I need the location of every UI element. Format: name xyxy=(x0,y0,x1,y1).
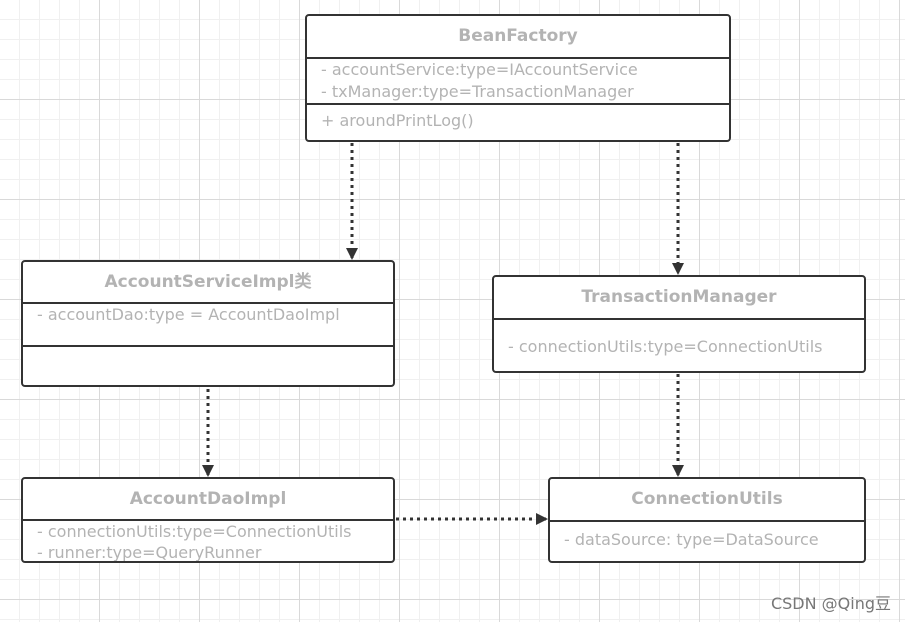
class-attributes: - accountService:type=IAccountService - … xyxy=(307,59,729,105)
attribute-line: - dataSource: type=DataSource xyxy=(564,530,819,549)
attribute-line: - txManager:type=TransactionManager xyxy=(321,82,634,101)
class-connection-utils[interactable]: ConnectionUtils - dataSource: type=DataS… xyxy=(548,477,866,563)
class-attributes: - dataSource: type=DataSource xyxy=(550,522,864,561)
class-name: TransactionManager xyxy=(494,277,864,320)
method-line: + aroundPrintLog() xyxy=(321,111,474,130)
attribute-line: - connectionUtils:type=ConnectionUtils xyxy=(508,337,823,356)
watermark: CSDN @Qing豆 xyxy=(770,594,891,613)
class-name: AccountServiceImpl类 xyxy=(23,262,393,304)
class-bean-factory[interactable]: BeanFactory - accountService:type=IAccou… xyxy=(305,14,731,142)
class-transaction-manager[interactable]: TransactionManager - connectionUtils:typ… xyxy=(492,275,866,373)
class-name: AccountDaoImpl xyxy=(23,479,393,521)
attribute-line: - connectionUtils:type=ConnectionUtils xyxy=(37,522,352,541)
attribute-line: - runner:type=QueryRunner xyxy=(37,543,262,562)
class-methods xyxy=(23,347,393,385)
class-account-service-impl[interactable]: AccountServiceImpl类 - accountDao:type = … xyxy=(21,260,395,387)
attribute-line: - accountService:type=IAccountService xyxy=(321,60,638,79)
class-attributes: - connectionUtils:type=ConnectionUtils -… xyxy=(23,521,393,561)
attribute-line: - accountDao:type = AccountDaoImpl xyxy=(37,305,340,324)
class-account-dao-impl[interactable]: AccountDaoImpl - connectionUtils:type=Co… xyxy=(21,477,395,563)
class-name: ConnectionUtils xyxy=(550,479,864,522)
class-attributes: - accountDao:type = AccountDaoImpl xyxy=(23,304,393,347)
class-attributes: - connectionUtils:type=ConnectionUtils xyxy=(494,320,864,371)
class-methods: + aroundPrintLog() xyxy=(307,105,729,140)
class-name: BeanFactory xyxy=(307,16,729,59)
